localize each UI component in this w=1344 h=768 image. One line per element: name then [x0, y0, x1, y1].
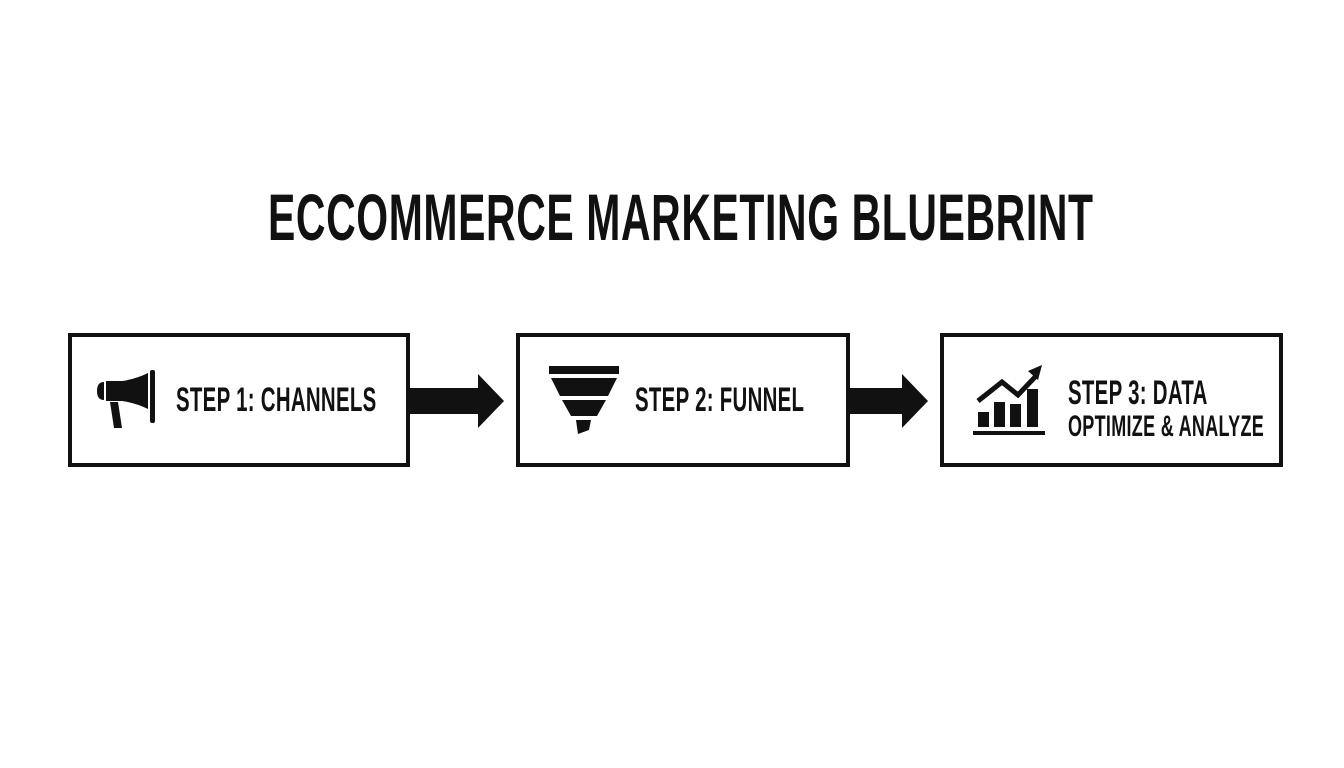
diagram-title-text: ECCOMMERCE MARKETING BLUEBRINT — [268, 180, 1094, 254]
diagram-title: ECCOMMERCE MARKETING BLUEBRINT — [268, 184, 1093, 250]
step-2-label: STEP 2: FUNNEL — [635, 381, 805, 419]
step-1-label: STEP 1: CHANNELS — [176, 381, 377, 419]
step-3-box — [940, 333, 1283, 467]
step-3-label: STEP 3: DATA — [1068, 374, 1208, 412]
arrow-right-icon — [848, 374, 928, 428]
megaphone-icon — [97, 370, 155, 428]
growth-chart-icon — [973, 365, 1045, 435]
step-3-sublabel: OPTIMIZE & ANALYZE — [1068, 410, 1265, 443]
arrow-right-icon — [408, 374, 504, 428]
funnel-icon — [549, 366, 619, 434]
